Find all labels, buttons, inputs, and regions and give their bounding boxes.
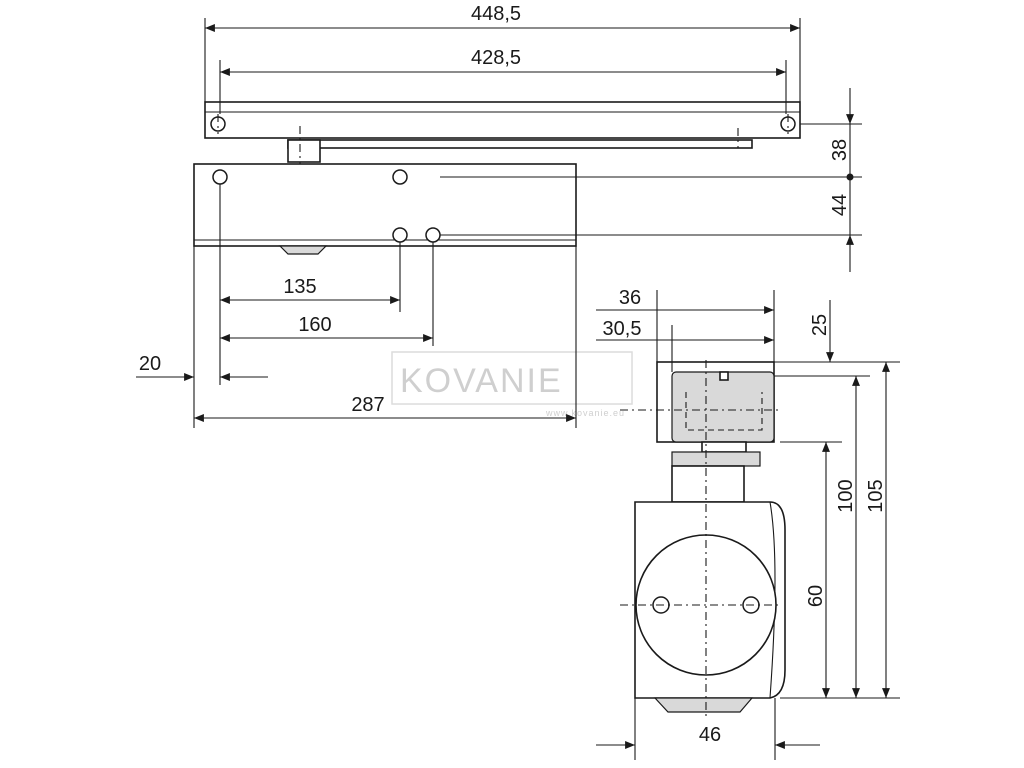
side-view xyxy=(620,360,786,720)
dim-60-label: 60 xyxy=(805,585,827,607)
side-spindle xyxy=(671,465,745,503)
dim-25-label: 25 xyxy=(809,314,831,336)
side-slider-block xyxy=(671,371,775,443)
dimension-lines-side xyxy=(596,290,900,760)
dimension-lines-top xyxy=(204,18,862,272)
side-slider-hidden-edge xyxy=(685,392,763,431)
dim-105-label: 105 xyxy=(865,479,887,512)
side-body-curve xyxy=(769,501,776,699)
side-body-cap xyxy=(653,697,754,713)
dim-44-label: 44 xyxy=(829,194,851,216)
slide-rail xyxy=(204,101,801,139)
closer-hole-1 xyxy=(212,169,228,185)
dim-160-label: 160 xyxy=(298,314,331,336)
closer-body-outline xyxy=(193,163,577,247)
dimension-lines-bottom-left xyxy=(136,184,577,428)
dim-dot xyxy=(846,173,854,181)
closer-hole-2 xyxy=(392,169,408,185)
dim-448-5-label: 448,5 xyxy=(471,3,521,25)
side-neck xyxy=(701,441,747,453)
closer-body-spindle-cap xyxy=(278,245,328,255)
dim-428-5-label: 428,5 xyxy=(471,47,521,69)
closer-arm xyxy=(287,126,753,250)
rail-body xyxy=(204,101,801,139)
dim-30-5-label: 30,5 xyxy=(603,318,642,340)
dimension-labels: 448,5 428,5 38 44 135 160 20 287 36 30,5… xyxy=(139,3,887,746)
dim-46-label: 46 xyxy=(699,724,721,746)
side-slider-pin xyxy=(719,371,729,381)
dim-36-label: 36 xyxy=(619,287,641,309)
side-nut xyxy=(671,451,761,467)
dim-100-label: 100 xyxy=(835,479,857,512)
dim-38-label: 38 xyxy=(829,139,851,161)
watermark-subtext: www.kovanie.eu xyxy=(545,408,625,418)
arm-bar xyxy=(287,139,753,149)
dim-135-label: 135 xyxy=(283,276,316,298)
dim-20-label: 20 xyxy=(139,353,161,375)
closer-hole-4 xyxy=(425,227,441,243)
watermark: KOVANIE www.kovanie.eu xyxy=(391,351,633,418)
arm-pivot xyxy=(287,139,321,163)
watermark-frame xyxy=(391,351,633,405)
closer-hole-3 xyxy=(392,227,408,243)
dim-287-label: 287 xyxy=(351,394,384,416)
closer-body xyxy=(193,163,577,255)
watermark-text: KOVANIE xyxy=(400,362,563,400)
